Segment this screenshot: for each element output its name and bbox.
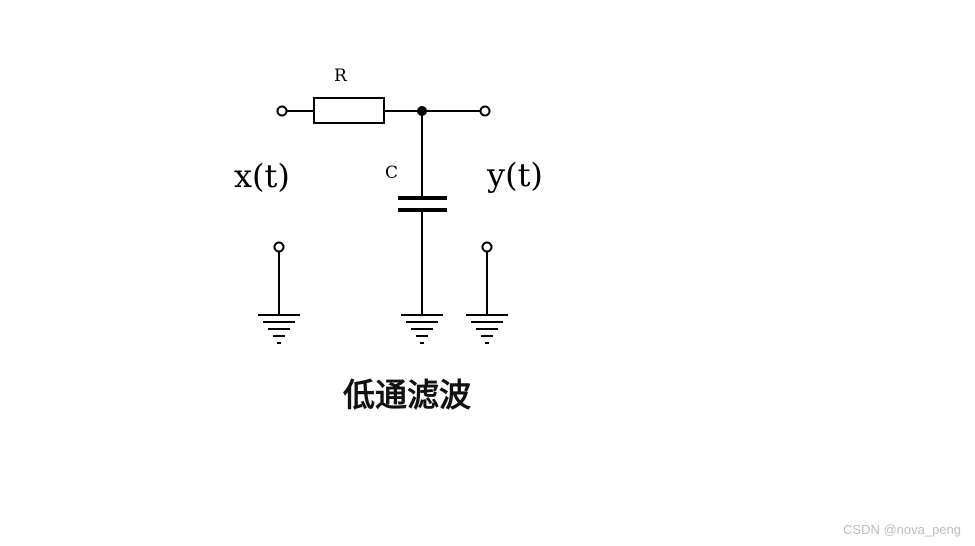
resistor-label: R — [334, 66, 348, 86]
diagram-caption: 低通滤波 — [343, 376, 471, 414]
output-label: y(t) — [486, 156, 543, 194]
output-terminal-bottom — [481, 241, 493, 253]
capacitor — [398, 111, 447, 315]
capacitor-label: C — [385, 163, 398, 183]
input-ground-symbol — [258, 251, 300, 344]
watermark: CSDN @nova_peng — [843, 522, 961, 537]
input-terminal-top — [276, 105, 288, 117]
resistor — [313, 97, 385, 124]
input-terminal-bottom — [273, 241, 285, 253]
output-terminal-top — [479, 105, 491, 117]
capacitor-ground-symbol — [401, 314, 443, 344]
output-ground-symbol — [466, 251, 508, 344]
input-label: x(t) — [234, 157, 290, 195]
